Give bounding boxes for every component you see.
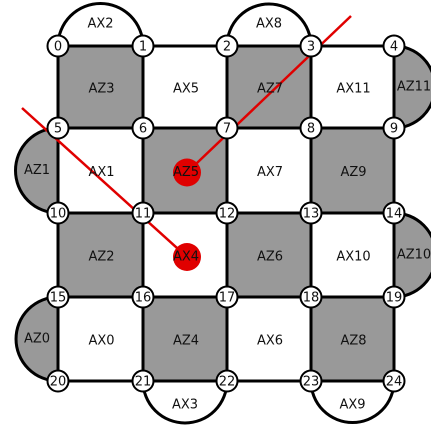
qubit-node-label: 2 xyxy=(223,40,231,55)
qubit-node-label: 12 xyxy=(219,207,236,222)
qubit-node-15 xyxy=(46,285,70,309)
qubit-node-1 xyxy=(131,34,155,58)
qubit-node-label: 5 xyxy=(54,122,62,137)
boundary-face-az10 xyxy=(392,211,431,299)
qubit-node-label: 15 xyxy=(50,291,67,306)
faces-layer xyxy=(56,44,396,383)
qubit-node-12 xyxy=(215,201,239,225)
face-label: AZ8 xyxy=(340,334,366,349)
highlight-marker-ax4 xyxy=(173,243,201,271)
qubit-node-0 xyxy=(46,34,70,58)
qubit-node-label: 8 xyxy=(307,122,315,137)
qubit-node-13 xyxy=(299,201,323,225)
boundary-face-label: AX3 xyxy=(172,398,198,413)
boundary-layer xyxy=(14,2,431,425)
face-label: AX0 xyxy=(88,334,114,349)
qubit-node-16 xyxy=(131,285,155,309)
boundary-face-az1 xyxy=(14,126,60,215)
boundary-face-label: AZ11 xyxy=(397,80,431,95)
highlight-marker-az5 xyxy=(173,158,201,187)
qubit-node-label: 24 xyxy=(386,375,403,390)
qubit-node-7 xyxy=(215,116,239,140)
boundary-face-ax9 xyxy=(309,379,396,424)
face-ax1 xyxy=(56,126,145,215)
face-ax6 xyxy=(225,295,313,383)
boundary-face-label: AZ10 xyxy=(397,248,431,263)
boundary-face-label: AX8 xyxy=(256,17,282,32)
qubit-node-label: 16 xyxy=(135,291,152,306)
face-label: AX7 xyxy=(257,165,283,180)
face-label: AZ2 xyxy=(88,250,114,265)
qubit-node-label: 17 xyxy=(219,291,236,306)
face-label: AZ7 xyxy=(257,82,283,97)
face-az4 xyxy=(141,295,229,383)
face-label: AX5 xyxy=(173,82,199,97)
qubit-node-6 xyxy=(131,116,155,140)
face-label: AZ9 xyxy=(340,165,366,180)
highlight-line-upper xyxy=(186,15,352,174)
boundary-face-ax8 xyxy=(225,2,313,48)
qubit-node-2 xyxy=(215,34,239,58)
qubit-node-label: 20 xyxy=(50,375,67,390)
qubit-node-22 xyxy=(215,369,239,393)
qubit-node-23 xyxy=(299,369,323,393)
qubit-node-5 xyxy=(46,116,70,140)
face-az9 xyxy=(309,126,396,215)
qubit-node-8 xyxy=(299,116,323,140)
markers-layer xyxy=(173,158,201,271)
boundary-face-az11 xyxy=(392,44,431,130)
qubit-node-label: 23 xyxy=(303,375,320,390)
qubit-node-21 xyxy=(131,369,155,393)
boundary-face-az0 xyxy=(14,295,60,383)
qubit-node-label: 6 xyxy=(139,122,147,137)
face-label: AZ3 xyxy=(88,82,114,97)
qubit-node-label: 19 xyxy=(386,291,403,306)
boundary-face-label: AX2 xyxy=(87,17,113,32)
qubit-node-label: 11 xyxy=(135,207,152,222)
qubit-node-label: 22 xyxy=(219,375,236,390)
qubit-node-label: 14 xyxy=(386,207,403,222)
qubit-node-19 xyxy=(382,285,406,309)
qubit-node-label: 13 xyxy=(303,207,320,222)
qubit-node-24 xyxy=(382,369,406,393)
qubit-node-label: 0 xyxy=(54,40,62,55)
face-label: AX1 xyxy=(88,165,114,180)
qubit-node-label: 3 xyxy=(307,40,315,55)
face-ax0 xyxy=(56,295,145,383)
qubit-node-4 xyxy=(382,34,406,58)
qubit-node-label: 21 xyxy=(135,375,152,390)
qubit-node-18 xyxy=(299,285,323,309)
qubit-node-3 xyxy=(299,34,323,58)
qubit-node-20 xyxy=(46,369,70,393)
face-label: AZ5 xyxy=(173,165,199,180)
boundary-face-label: AZ1 xyxy=(24,163,50,178)
qubit-node-14 xyxy=(382,201,406,225)
qubit-node-10 xyxy=(46,201,70,225)
face-label: AX11 xyxy=(336,82,370,97)
face-ax7 xyxy=(225,126,313,215)
boundary-face-ax2 xyxy=(56,2,145,48)
boundary-face-label: AX9 xyxy=(339,398,365,413)
face-label: AX6 xyxy=(257,334,283,349)
face-label: AX10 xyxy=(336,250,370,265)
boundary-face-label: AZ0 xyxy=(24,332,50,347)
face-ax5 xyxy=(141,44,229,130)
qubit-node-label: 4 xyxy=(390,40,398,55)
qubit-node-label: 7 xyxy=(223,122,231,137)
qubit-node-label: 10 xyxy=(50,207,67,222)
qubit-node-17 xyxy=(215,285,239,309)
face-label: AZ4 xyxy=(173,334,199,349)
qubit-node-label: 1 xyxy=(139,40,147,55)
face-az8 xyxy=(309,295,396,383)
face-label: AX4 xyxy=(173,250,199,265)
qubit-node-11 xyxy=(131,201,155,225)
qubit-node-label: 18 xyxy=(303,291,320,306)
qubit-node-9 xyxy=(382,116,406,140)
qubit-node-label: 9 xyxy=(390,122,398,137)
face-label: AZ6 xyxy=(257,250,283,265)
boundary-face-ax3 xyxy=(141,379,229,425)
